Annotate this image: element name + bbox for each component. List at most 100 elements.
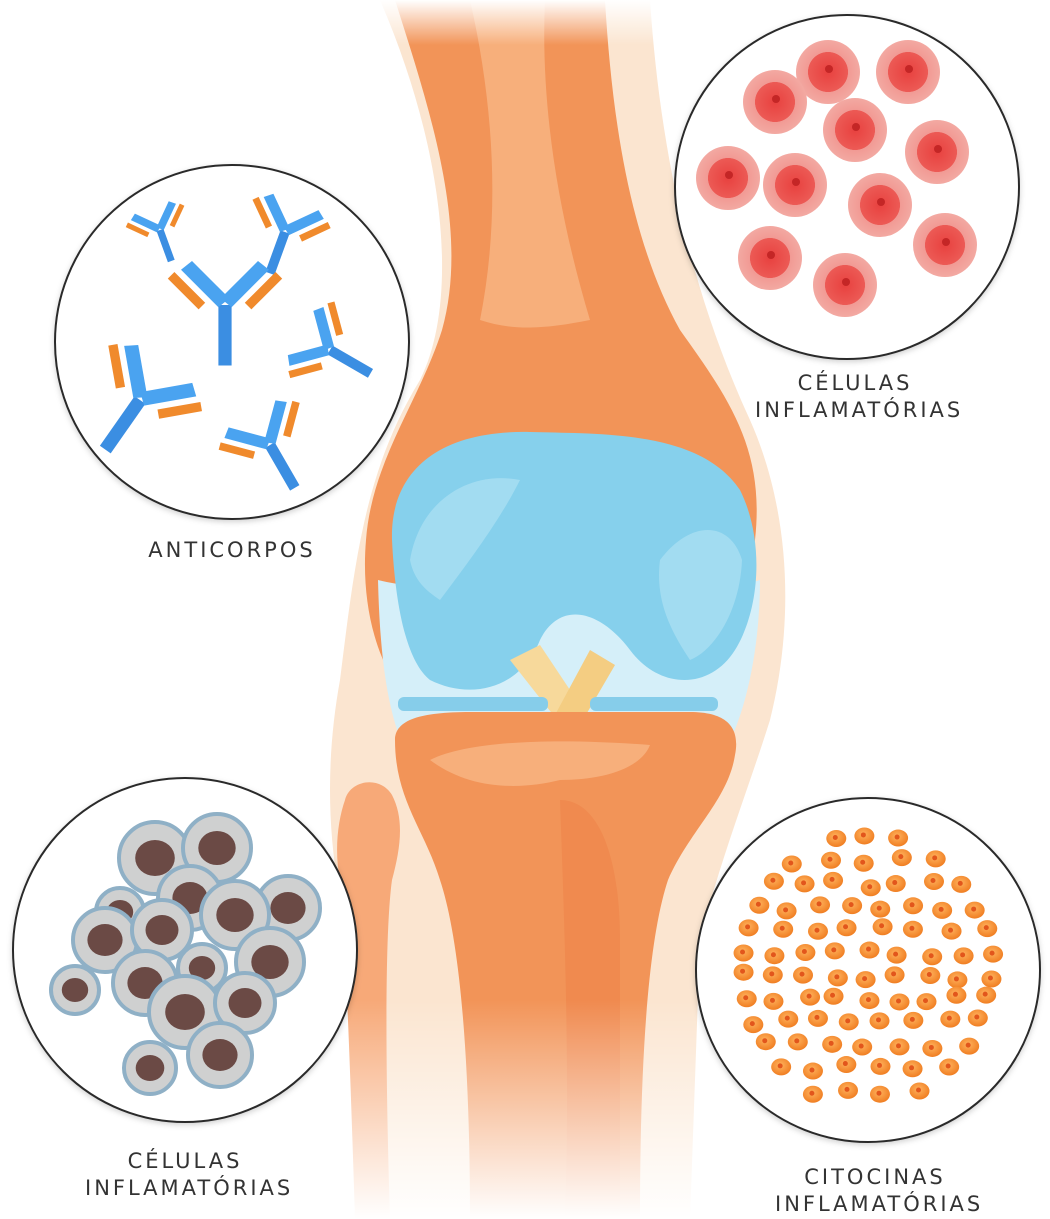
cytokine-icon (977, 920, 997, 937)
cytokine-icon (823, 872, 843, 889)
cytokine-icon (824, 988, 844, 1005)
cytokine-icon (870, 901, 890, 918)
cytokine-icon (828, 969, 848, 986)
red-cell-icon (876, 40, 940, 104)
cytokine-icon (837, 919, 857, 936)
cytokine-icon (916, 993, 936, 1010)
cytokine-icon (861, 879, 881, 896)
cytokine-icon (890, 993, 910, 1010)
cytokine-icon (803, 1063, 823, 1080)
cytokine-icon (782, 856, 802, 873)
cytokine-icon (836, 1056, 856, 1073)
cytokine-icon (903, 1012, 923, 1029)
bottom-fade (300, 1000, 760, 1219)
meniscus-left (398, 697, 548, 711)
red-cell-icon (913, 213, 977, 277)
panel-antibodies (55, 165, 409, 519)
label-antibodies: ANTICORPOS (132, 537, 332, 564)
cytokine-icon (968, 1010, 988, 1027)
cytokine-icon (856, 971, 876, 988)
cytokine-icon (886, 875, 906, 892)
cytokine-icon (800, 989, 820, 1006)
cytokine-icon (954, 947, 974, 964)
cytokine-icon (959, 1038, 979, 1055)
cytokine-icon (777, 902, 797, 919)
cytokine-icon (822, 1036, 842, 1053)
cytokine-icon (764, 947, 784, 964)
label-line: CÉLULAS (85, 1148, 285, 1175)
cytokine-icon (808, 923, 828, 940)
cytokine-icon (859, 992, 879, 1009)
cytokine-icon (873, 918, 893, 935)
cytokine-icon (924, 873, 944, 890)
cytokine-icon (940, 1011, 960, 1028)
label-line: ANTICORPOS (132, 537, 332, 564)
cytokine-icon (910, 1082, 930, 1099)
cytokine-icon (771, 1058, 791, 1075)
cytokine-icon (889, 1038, 909, 1055)
gray-cell-icon (124, 1042, 176, 1094)
cytokine-icon (870, 1086, 890, 1103)
cytokine-icon (838, 1082, 858, 1099)
cytokine-icon (903, 921, 923, 938)
cytokine-icon (803, 1086, 823, 1103)
cytokine-icon (942, 923, 962, 940)
label-line: CÉLULAS (755, 370, 955, 397)
cytokine-icon (763, 966, 783, 983)
cytokine-icon (821, 852, 841, 869)
cytokine-icon (939, 1059, 959, 1076)
cytokine-icon (951, 876, 971, 893)
cytokine-icon (734, 964, 754, 981)
cytokine-icon (870, 1012, 890, 1029)
cytokine-icon (981, 970, 1001, 987)
red-cell-icon (743, 70, 807, 134)
cytokine-icon (983, 946, 1003, 963)
cytokine-icon (793, 967, 813, 984)
cytokine-icon (887, 947, 907, 964)
red-cell-icon (763, 153, 827, 217)
cytokine-icon (778, 1011, 798, 1028)
cytokine-icon (734, 944, 754, 961)
cytokine-icon (892, 849, 912, 866)
panel-inflammatory-cells-gray (13, 778, 357, 1122)
panel-inflammatory-cells-red (675, 15, 1019, 359)
label-inflammatory-cytokines: CITOCINAS INFLAMATÓRIAS (775, 1164, 975, 1218)
cytokine-icon (739, 919, 759, 936)
cytokine-icon (922, 948, 942, 965)
cytokine-icon (920, 967, 940, 984)
cytokine-icon (743, 1016, 763, 1033)
cytokine-icon (860, 942, 880, 959)
cytokine-icon (926, 850, 946, 867)
cytokine-icon (756, 1033, 776, 1050)
gray-cell-icon (51, 966, 99, 1014)
panel-inflammatory-cytokines (696, 798, 1040, 1142)
label-line: INFLAMATÓRIAS (85, 1175, 285, 1202)
cytokine-icon (870, 1058, 890, 1075)
cytokine-icon (764, 873, 784, 890)
red-cell-icon (823, 98, 887, 162)
cytokine-icon (808, 1010, 828, 1027)
red-cell-icon (848, 173, 912, 237)
cytokine-icon (854, 855, 874, 872)
cytokine-icon (903, 897, 923, 914)
cytokine-icon (852, 1039, 872, 1056)
cytokine-icon (932, 902, 952, 919)
cytokine-icon (826, 830, 846, 847)
cytokine-icon (842, 897, 862, 914)
cytokine-icon (795, 875, 815, 892)
red-cell-icon (905, 120, 969, 184)
label-inflammatory-cells-red: CÉLULAS INFLAMATÓRIAS (755, 370, 955, 424)
cytokine-icon (922, 1040, 942, 1057)
panel-circle (55, 165, 409, 519)
cytokine-icon (946, 987, 966, 1004)
cytokine-icon (885, 966, 905, 983)
label-inflammatory-cells-gray: CÉLULAS INFLAMATÓRIAS (85, 1148, 285, 1202)
cytokine-icon (965, 902, 985, 919)
cytokine-icon (976, 987, 996, 1004)
cytokine-icon (810, 896, 830, 913)
cytokine-icon (788, 1033, 808, 1050)
label-line: INFLAMATÓRIAS (755, 397, 955, 424)
cytokine-icon (903, 1060, 923, 1077)
label-line: INFLAMATÓRIAS (775, 1191, 975, 1218)
